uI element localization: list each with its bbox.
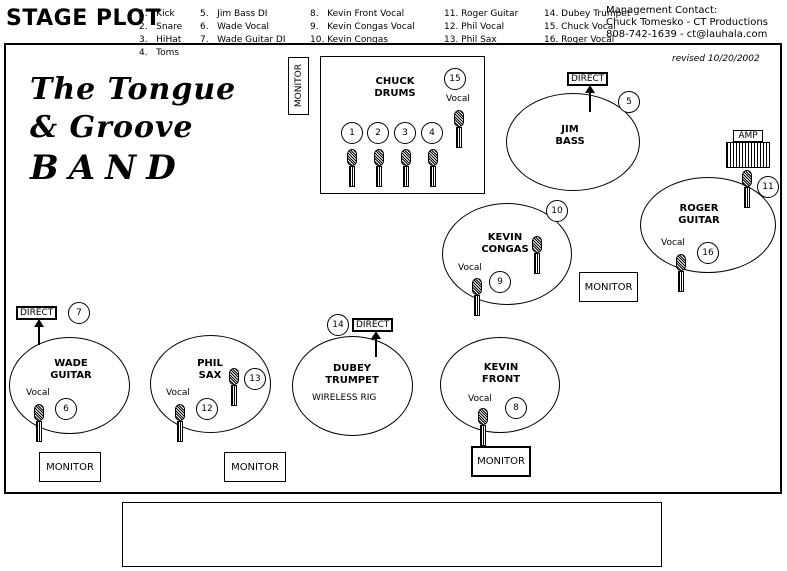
jim-direct-box: DIRECT [567, 72, 609, 86]
jim-bass-position [506, 93, 640, 191]
congas-mic-icon [532, 236, 542, 274]
management-contact: Management Contact: Chuck Tomesko - CT P… [606, 5, 768, 41]
phil-sax-position [150, 335, 271, 433]
input-legend [122, 502, 662, 567]
input-2-marker: 2 [367, 122, 389, 144]
input-4-marker: 4 [421, 122, 443, 144]
kevin-congas-vocal-label: Vocal [458, 263, 482, 273]
hihat-mic-icon [401, 149, 411, 187]
amp-icon [726, 142, 770, 168]
wade-vocal-label: Vocal [26, 388, 50, 398]
kevin-congas-position [442, 203, 572, 305]
input-11-marker: 11 [757, 176, 779, 198]
input-13-marker: 13 [244, 368, 266, 390]
wade-direct-arrow-icon [34, 319, 44, 345]
legend-col-1: 1. Kick 2. Snare 3. HiHat 4. Toms [139, 9, 183, 58]
amp-label: AMP [733, 130, 763, 142]
chuck-vocal-mic-icon [454, 110, 464, 148]
kevin-front-monitor-label: MONITOR [477, 456, 525, 467]
congas-monitor-label: MONITOR [584, 281, 633, 293]
wade-monitor: MONITOR [39, 452, 101, 482]
legend-col-5: 14. Dubey Trumpet 15. Chuck Vocal 16. Ro… [544, 9, 631, 45]
input-3-marker: 3 [394, 122, 416, 144]
input-15-marker: 15 [444, 68, 466, 90]
input-9-marker: 9 [489, 271, 511, 293]
wade-guitar-position [9, 337, 130, 434]
contact-line-1: Management Contact: [606, 5, 718, 16]
band-logo-line-1: The Tongue [30, 72, 237, 107]
wade-guitar-label: WADE GUITAR [50, 358, 92, 381]
kevin-front-vocal-mic-icon [478, 408, 488, 446]
input-10-marker: 10 [546, 200, 568, 222]
roger-vocal-label: Vocal [661, 238, 685, 248]
legend-col-2: 5. Jim Bass DI 6. Wade Vocal 7. Wade Gui… [200, 9, 286, 45]
phil-sax-label: PHIL SAX [197, 358, 223, 381]
band-logo-line-2: & Groove [30, 110, 194, 145]
kevin-front-position [440, 337, 560, 433]
chuck-vocal-label: Vocal [446, 94, 470, 104]
roger-guitar-mic-icon [742, 170, 752, 208]
wireless-rig-label: WIRELESS RIG [312, 393, 377, 403]
roger-guitar-label: ROGER GUITAR [678, 203, 720, 226]
drum-monitor-label: MONITOR [293, 64, 304, 108]
legend-col-4: 11. Roger Guitar 12. Phil Vocal 13. Phil… [444, 9, 519, 45]
legend-col-3: 8. Kevin Front Vocal 9. Kevin Congas Voc… [310, 9, 415, 45]
input-12-marker: 12 [196, 398, 218, 420]
kevin-front-monitor: MONITOR [471, 446, 531, 477]
revised-date: revised 10/20/2002 [672, 54, 760, 64]
drum-monitor: MONITOR [288, 57, 309, 115]
contact-line-2: Chuck Tomesko - CT Productions [606, 17, 768, 28]
band-logo-line-3: BAND [30, 148, 186, 188]
kevin-front-vocal-label: Vocal [468, 394, 492, 404]
dubey-direct-box: DIRECT [352, 318, 394, 332]
page-title: STAGE PLOT [6, 6, 161, 31]
kevin-congas-vocal-mic-icon [472, 278, 482, 316]
drum-riser [320, 56, 485, 194]
stage-area [4, 43, 782, 494]
contact-line-3: 808-742-1639 - ct@lauhala.com [606, 29, 768, 40]
roger-vocal-mic-icon [676, 254, 686, 292]
input-1-marker: 1 [341, 122, 363, 144]
kevin-congas-label: KEVIN CONGAS [481, 232, 529, 255]
input-5-marker: 5 [618, 91, 640, 113]
input-16-marker: 16 [697, 242, 719, 264]
chuck-drums-label: CHUCK DRUMS [374, 76, 416, 99]
input-8-marker: 8 [505, 397, 527, 419]
phil-vocal-label: Vocal [166, 388, 190, 398]
wade-vocal-mic-icon [34, 404, 44, 442]
input-7-marker: 7 [68, 302, 90, 324]
congas-monitor: MONITOR [579, 272, 638, 302]
phil-vocal-mic-icon [175, 404, 185, 442]
kevin-front-label: KEVIN FRONT [481, 362, 521, 385]
jim-bass-label: JIM BASS [555, 124, 585, 147]
toms-mic-icon [428, 149, 438, 187]
phil-sax-mic-icon [229, 368, 239, 406]
kick-mic-icon [347, 149, 357, 187]
roger-guitar-position [640, 177, 776, 273]
wade-direct-box: DIRECT [16, 306, 58, 320]
phil-monitor: MONITOR [224, 452, 286, 482]
phil-monitor-label: MONITOR [231, 461, 279, 473]
input-14-marker: 14 [327, 314, 349, 336]
snare-mic-icon [374, 149, 384, 187]
dubey-trumpet-label: DUBEY TRUMPET [325, 363, 379, 386]
wade-monitor-label: MONITOR [46, 461, 94, 473]
dubey-trumpet-position [292, 336, 413, 436]
jim-direct-arrow-icon [585, 85, 595, 112]
input-6-marker: 6 [55, 398, 77, 420]
